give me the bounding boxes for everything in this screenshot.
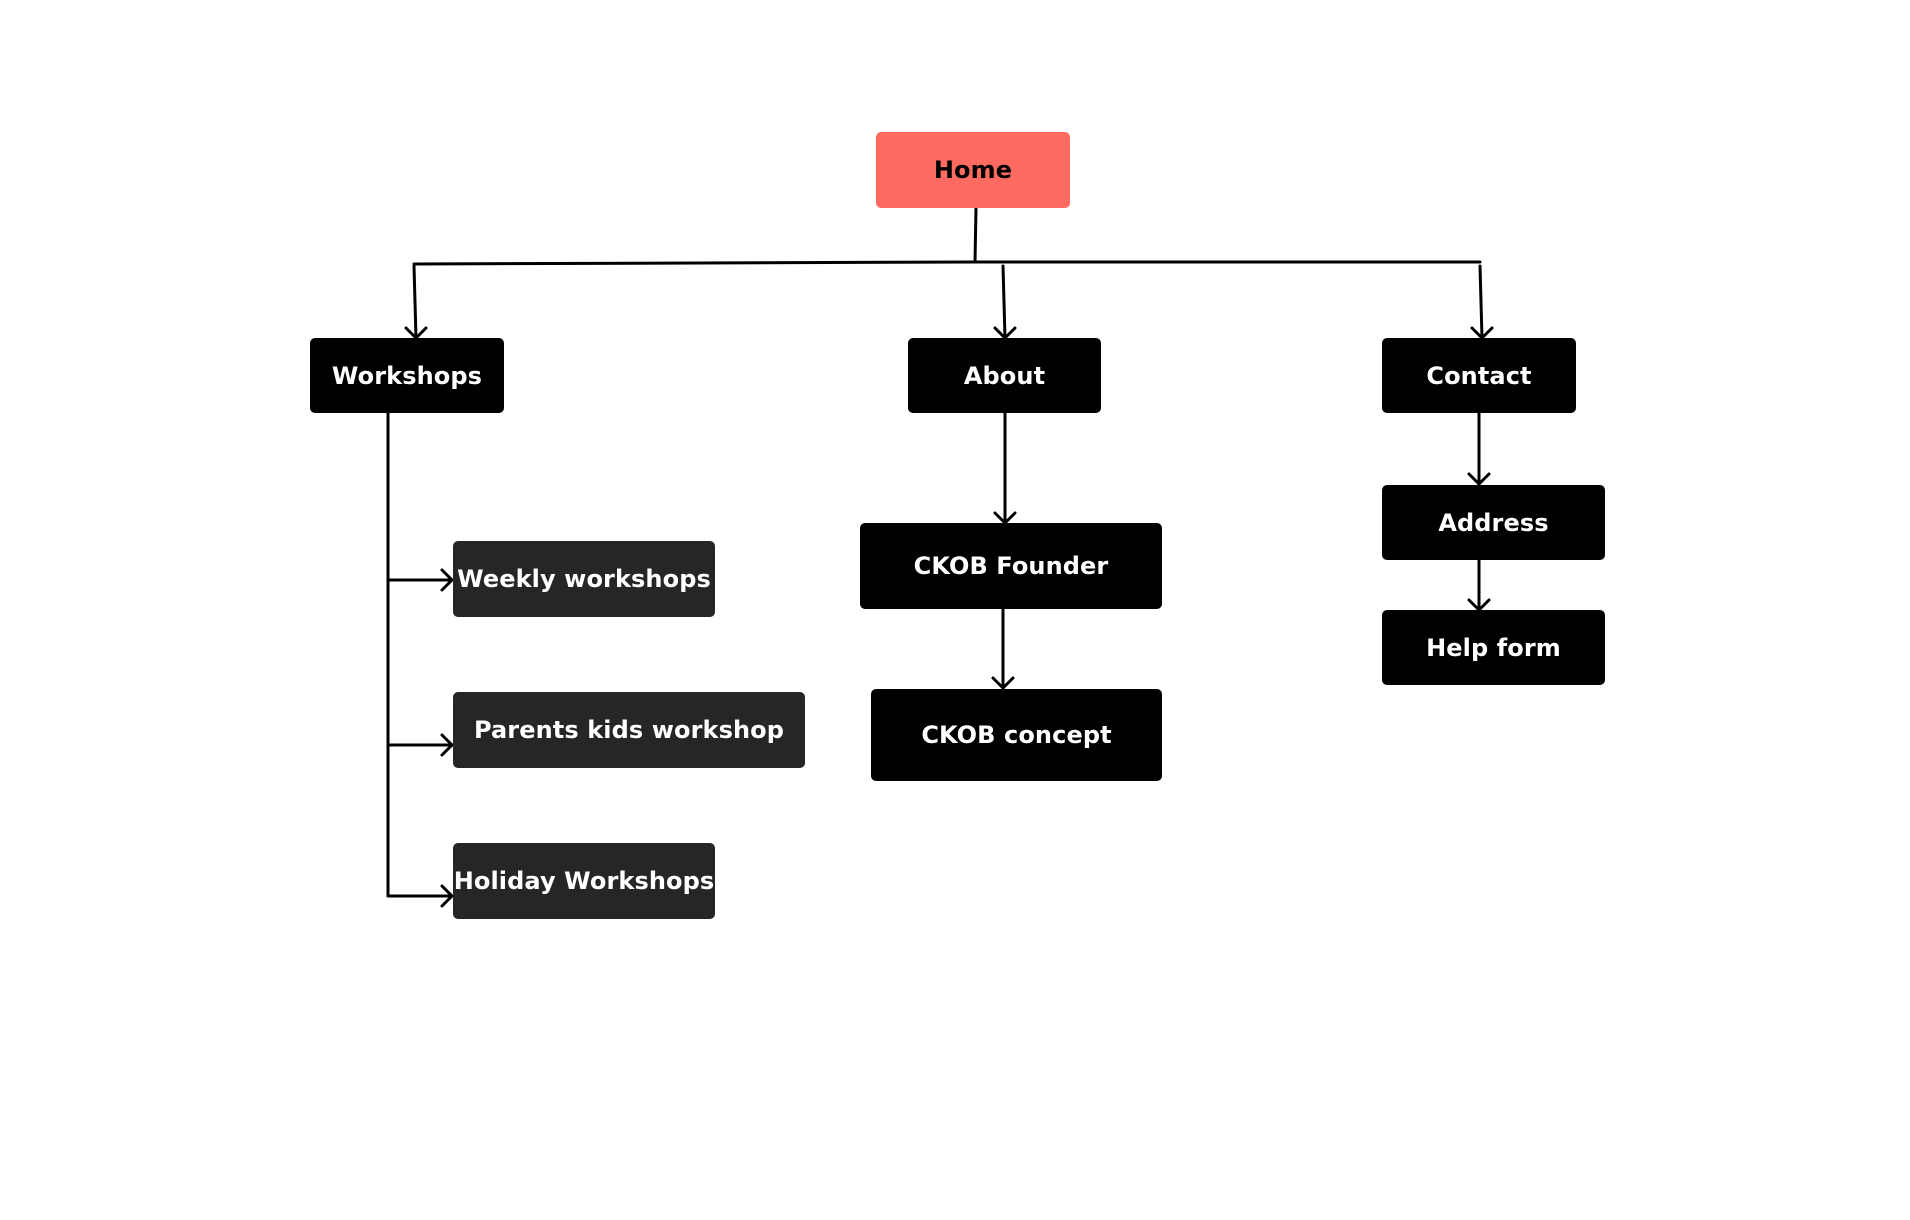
arrowhead-parents xyxy=(440,733,454,757)
node-ckob-concept: CKOB concept xyxy=(871,689,1162,781)
node-ckob-founder-label: CKOB Founder xyxy=(913,552,1109,580)
arrowhead-weekly xyxy=(440,568,454,592)
edge-bus-about xyxy=(1001,264,1007,340)
arrowhead-address xyxy=(1467,472,1491,486)
node-about: About xyxy=(908,338,1101,413)
node-parents-kids-workshop-label: Parents kids workshop xyxy=(473,716,785,744)
edge-bus xyxy=(412,260,1482,266)
node-ckob-founder: CKOB Founder xyxy=(860,523,1162,609)
node-contact-label: Contact xyxy=(1426,361,1532,390)
node-address-label: Address xyxy=(1438,508,1549,537)
node-help-form: Help form xyxy=(1382,610,1605,685)
node-home: Home xyxy=(876,132,1070,208)
edge-bus-workshops xyxy=(412,264,418,340)
node-weekly-workshops-label: Weekly workshops xyxy=(457,565,711,593)
node-contact: Contact xyxy=(1382,338,1576,413)
node-parents-kids-workshop: Parents kids workshop xyxy=(453,692,805,768)
arrowhead-concept xyxy=(991,676,1015,690)
node-address: Address xyxy=(1382,485,1605,560)
node-about-label: About xyxy=(963,361,1046,390)
edge-home-bus xyxy=(973,206,978,264)
edge-bus-contact xyxy=(1478,264,1484,340)
node-holiday-workshops-label: Holiday Workshops xyxy=(453,867,715,895)
node-workshops-label: Workshops xyxy=(331,361,483,390)
node-ckob-concept-label: CKOB concept xyxy=(921,721,1112,749)
node-holiday-workshops: Holiday Workshops xyxy=(453,843,715,919)
node-weekly-workshops: Weekly workshops xyxy=(453,541,715,617)
node-help-form-label: Help form xyxy=(1426,633,1561,662)
node-home-label: Home xyxy=(933,156,1013,184)
arrowhead-holiday xyxy=(440,884,454,908)
node-workshops: Workshops xyxy=(310,338,504,413)
